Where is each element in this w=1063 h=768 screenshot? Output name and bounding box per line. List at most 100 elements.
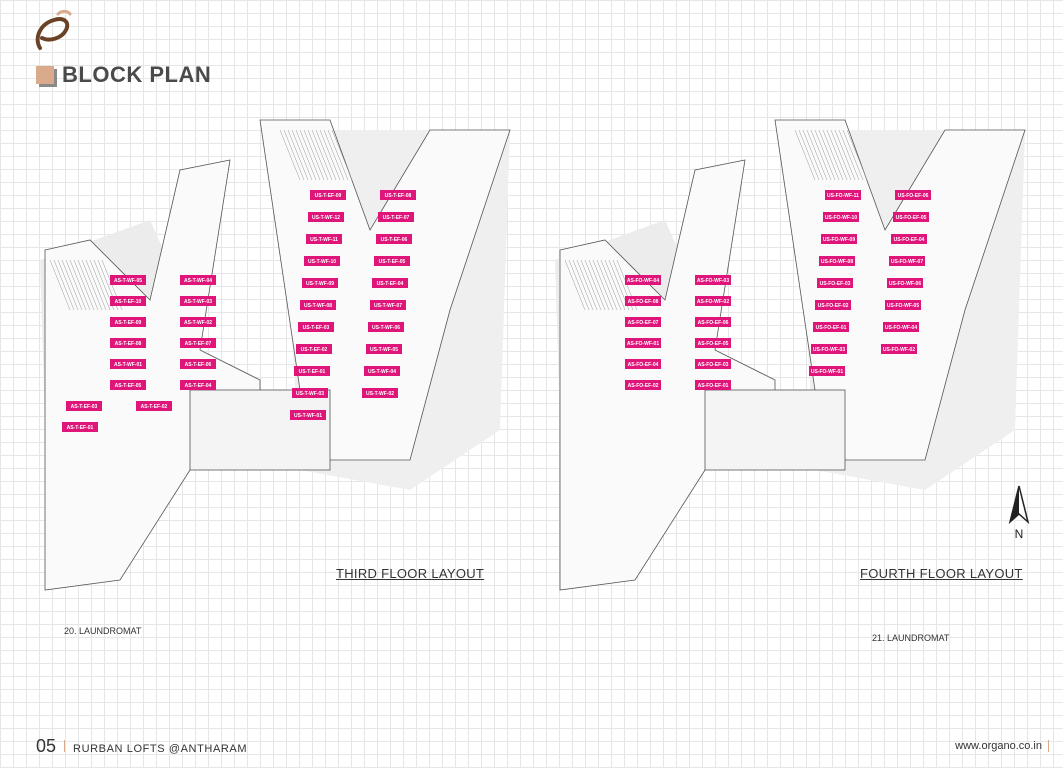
unit-tag: AS-T-WF-04 [180, 275, 216, 285]
unit-tag-label: US-FO-WF-10 [825, 215, 857, 221]
unit-tag: US-FO-EF-03 [817, 278, 853, 288]
unit-tag: US-T-WF-09 [302, 278, 338, 288]
unit-tag-label: AS-FO-EF-04 [628, 362, 659, 368]
unit-tag: AS-T-EF-02 [136, 401, 172, 411]
unit-tag: AS-FO-EF-07 [625, 317, 661, 327]
unit-tag-label: AS-T-EF-10 [115, 299, 142, 305]
unit-tag-label: US-FO-WF-09 [823, 237, 855, 243]
unit-tag: AS-T-EF-04 [180, 380, 216, 390]
unit-tag-label: US-T-EF-02 [301, 347, 328, 353]
unit-tag: US-FO-WF-07 [889, 256, 925, 266]
unit-tag: AS-T-WF-05 [110, 275, 146, 285]
unit-tag-label: AS-FO-EF-03 [698, 362, 729, 368]
unit-tag-label: US-T-WF-05 [370, 347, 398, 353]
unit-tag-label: US-FO-WF-01 [811, 369, 843, 375]
unit-tag: AS-T-EF-09 [110, 317, 146, 327]
unit-tag: US-FO-WF-06 [887, 278, 923, 288]
organo-logo [35, 9, 72, 50]
unit-tag: AS-T-EF-08 [110, 338, 146, 348]
unit-tag-label: US-FO-WF-03 [813, 347, 845, 353]
unit-tag-label: US-T-WF-02 [366, 391, 394, 397]
unit-tag-label: AS-T-EF-03 [71, 404, 98, 410]
unit-tag: US-FO-WF-02 [881, 344, 917, 354]
unit-tag-label: AS-T-EF-02 [141, 404, 168, 410]
page-title-row: BLOCK PLAN [36, 62, 211, 88]
unit-tag: US-FO-WF-08 [819, 256, 855, 266]
unit-tag-label: AS-FO-WF-04 [627, 278, 659, 284]
unit-tag-label: US-T-EF-04 [377, 281, 404, 287]
unit-tag: US-FO-WF-05 [885, 300, 921, 310]
north-arrow-icon: N [1008, 485, 1030, 540]
unit-tag-label: US-T-WF-01 [294, 413, 322, 419]
unit-tag-label: AS-FO-EF-07 [628, 320, 659, 326]
unit-tag-label: US-T-EF-03 [303, 325, 330, 331]
unit-tag-label: AS-T-EF-04 [185, 383, 212, 389]
unit-tag: AS-FO-EF-02 [625, 380, 661, 390]
footer-divider-right [1048, 740, 1049, 752]
unit-tag: US-T-WF-05 [366, 344, 402, 354]
laundromat-note-third: 20. LAUNDROMAT [64, 626, 142, 636]
unit-tag: AS-FO-EF-01 [695, 380, 731, 390]
project-name: RURBAN LOFTS @ANTHARAM [73, 743, 248, 755]
unit-tag: US-FO-EF-05 [893, 212, 929, 222]
unit-tag-label: AS-FO-EF-08 [628, 299, 659, 305]
unit-tag: US-T-EF-04 [372, 278, 408, 288]
north-label: N [1015, 527, 1024, 540]
unit-tag-label: US-T-EF-08 [385, 193, 412, 199]
unit-tag: US-FO-EF-06 [895, 190, 931, 200]
unit-tag-label: US-FO-WF-06 [889, 281, 921, 287]
unit-tag: US-FO-WF-11 [825, 190, 861, 200]
unit-tag: US-FO-WF-04 [883, 322, 919, 332]
page-number: 05 [36, 736, 57, 756]
unit-tag-label: AS-FO-WF-03 [697, 278, 729, 284]
unit-tag-label: AS-T-WF-05 [114, 278, 142, 284]
unit-tag: US-T-EF-02 [296, 344, 332, 354]
unit-tag-label: US-T-WF-07 [374, 303, 402, 309]
unit-tag: AS-FO-EF-04 [625, 359, 661, 369]
unit-tag: AS-FO-EF-08 [625, 296, 661, 306]
unit-tag: US-T-WF-07 [370, 300, 406, 310]
unit-tag-label: US-FO-WF-04 [885, 325, 917, 331]
unit-tag: US-T-WF-04 [364, 366, 400, 376]
unit-tag: US-FO-WF-10 [823, 212, 859, 222]
unit-tag-label: AS-T-EF-08 [115, 341, 142, 347]
unit-tag: AS-FO-WF-02 [695, 296, 731, 306]
unit-tag-label: US-T-EF-06 [381, 237, 408, 243]
unit-tag: AS-T-WF-02 [180, 317, 216, 327]
unit-tag: US-T-WF-10 [304, 256, 340, 266]
unit-tag: US-T-EF-07 [378, 212, 414, 222]
unit-tag-label: AS-FO-WF-02 [697, 299, 729, 305]
unit-tag: AS-T-WF-03 [180, 296, 216, 306]
unit-tag-label: AS-T-WF-01 [114, 362, 142, 368]
unit-tag-label: US-T-EF-09 [315, 193, 342, 199]
unit-tag: US-T-EF-09 [310, 190, 346, 200]
fourth-floor-caption: FOURTH FLOOR LAYOUT [860, 566, 1023, 581]
unit-tag: AS-T-EF-07 [180, 338, 216, 348]
unit-tag-label: US-FO-WF-02 [883, 347, 915, 353]
unit-tag: US-T-EF-01 [294, 366, 330, 376]
unit-tag-label: US-FO-EF-02 [818, 303, 849, 309]
footer-left: 05 RURBAN LOFTS @ANTHARAM [36, 736, 247, 757]
website-link[interactable]: www.organo.co.in [955, 740, 1042, 752]
unit-tag-label: US-T-EF-05 [379, 259, 406, 265]
unit-tag: AS-T-EF-05 [110, 380, 146, 390]
page-title: BLOCK PLAN [62, 62, 212, 87]
unit-tag: US-T-WF-01 [290, 410, 326, 420]
unit-tag-label: AS-FO-EF-06 [698, 320, 729, 326]
unit-tag: US-T-WF-03 [292, 388, 328, 398]
unit-tag: AS-FO-WF-01 [625, 338, 661, 348]
unit-tag: AS-FO-EF-06 [695, 317, 731, 327]
unit-tag-label: US-FO-EF-03 [820, 281, 851, 287]
unit-tag: US-T-EF-08 [380, 190, 416, 200]
unit-tag-label: AS-T-WF-03 [184, 299, 212, 305]
unit-tag-label: US-FO-EF-04 [894, 237, 925, 243]
unit-tag-label: US-FO-WF-08 [821, 259, 853, 265]
unit-tag: US-FO-WF-09 [821, 234, 857, 244]
unit-tag: AS-FO-EF-03 [695, 359, 731, 369]
unit-tag-label: AS-T-EF-07 [185, 341, 212, 347]
unit-tag-label: AS-T-EF-05 [115, 383, 142, 389]
unit-tag: AS-FO-WF-03 [695, 275, 731, 285]
footer-right: www.organo.co.in [955, 740, 1049, 752]
unit-tag-label: US-FO-WF-05 [887, 303, 919, 309]
